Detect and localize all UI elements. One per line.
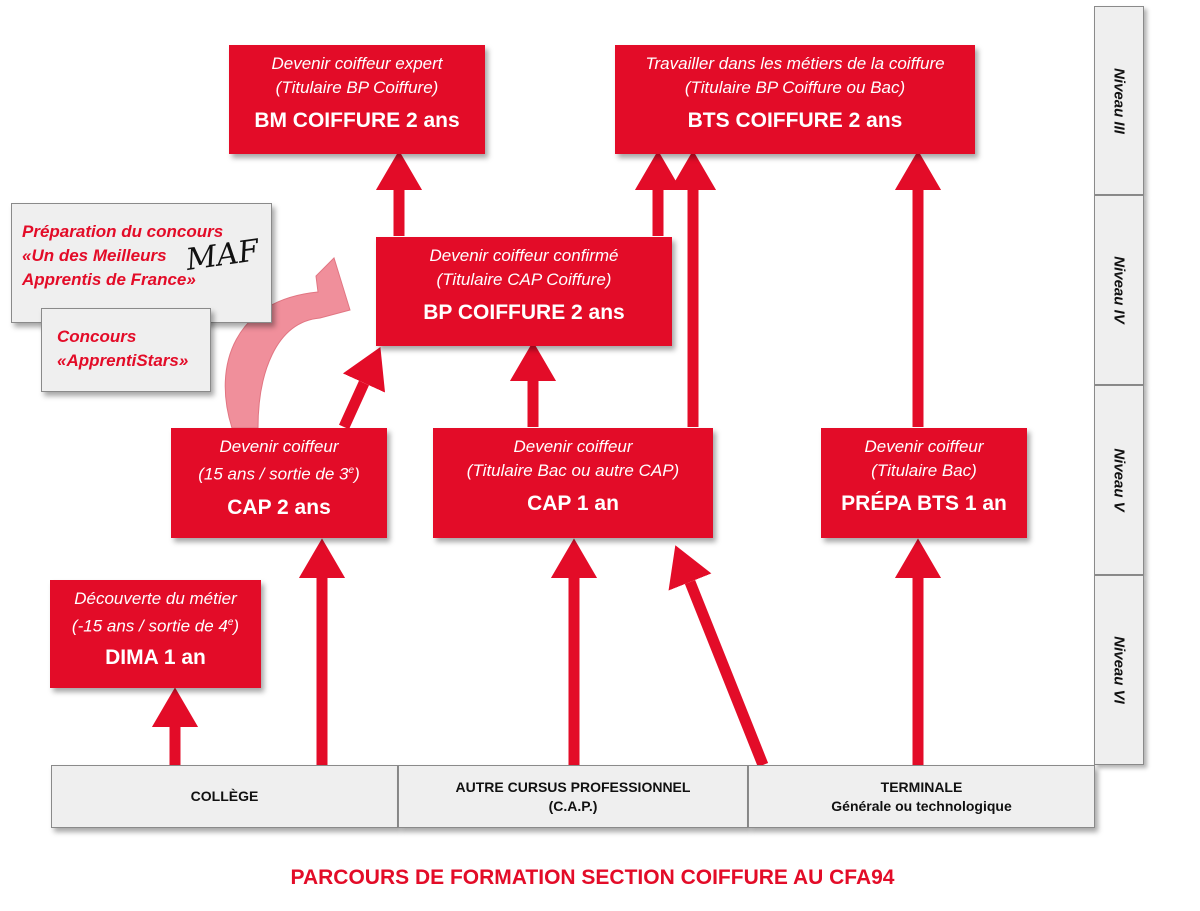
box-college: COLLÈGE <box>51 765 398 828</box>
box-concours-maf: Préparation du concours «Un des Meilleur… <box>11 203 272 323</box>
box-cap-1-an: Devenir coiffeur (Titulaire Bac ou autre… <box>433 428 713 538</box>
box-bp-coiffure: Devenir coiffeur confirmé (Titulaire CAP… <box>376 237 672 346</box>
box-bm-coiffure: Devenir coiffeur expert (Titulaire BP Co… <box>229 45 485 154</box>
diagram-title: PARCOURS DE FORMATION SECTION COIFFURE A… <box>290 866 895 889</box>
level-v: Niveau V <box>1094 385 1144 575</box>
box-autre-cursus: AUTRE CURSUS PROFESSIONNEL (C.A.P.) <box>398 765 748 828</box>
level-iii: Niveau III <box>1094 6 1144 195</box>
arrow-terminale-to-cap1 <box>668 545 769 768</box>
arrow-cap2-to-bp <box>338 346 386 430</box>
box-concours-apprentistars: Concours «ApprentiStars» <box>41 308 211 392</box>
box-dima: Découverte du métier (-15 ans / sortie d… <box>50 580 261 688</box>
box-bts-coiffure: Travailler dans les métiers de la coiffu… <box>615 45 975 154</box>
box-prepa-bts: Devenir coiffeur (Titulaire Bac) PRÉPA B… <box>821 428 1027 538</box>
level-vi: Niveau VI <box>1094 575 1144 765</box>
box-cap-2-ans: Devenir coiffeur (15 ans / sortie de 3e)… <box>171 428 387 538</box>
pink-curved-arrow <box>224 257 351 429</box>
level-iv: Niveau IV <box>1094 195 1144 385</box>
box-terminale: TERMINALE Générale ou technologique <box>748 765 1095 828</box>
